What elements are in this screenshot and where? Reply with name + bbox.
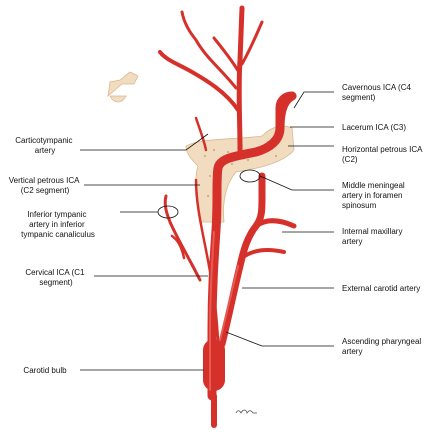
label-caroticotympanic-artery: Carticotympanic artery: [15, 136, 75, 155]
leader-lines-left: [80, 133, 209, 371]
label-external-carotid-artery: External carotid artery: [342, 284, 420, 293]
label-vertical-petrous-ica: Vertical petrous ICA (C2 segment): [9, 176, 82, 195]
leader-lines-right: [225, 91, 334, 347]
label-middle-meningeal-artery: Middle meningeal artery in foramen spino…: [342, 181, 407, 210]
arteries: [158, 5, 297, 428]
label-internal-maxillary-artery: Internal maxillary artery: [342, 227, 405, 246]
label-inferior-tympanic-artery: Inferior tympanic artery in inferior tym…: [21, 210, 95, 239]
ossicle-icon: [107, 71, 139, 103]
label-horizontal-petrous-ica: Horizontal petrous ICA (C2): [342, 145, 424, 164]
label-ascending-pharyngeal-artery: Ascending pharyngeal artery: [342, 337, 423, 356]
foramen-spinosum-marker: [239, 169, 261, 183]
label-lacerum-ica: Lacerum ICA (C3): [342, 123, 406, 132]
label-cavernous-ica: Cavernous ICA (C4 segment): [342, 83, 413, 102]
label-cervical-ica: Cervical ICA (C1 segment): [25, 268, 86, 287]
artist-signature: [235, 409, 257, 414]
label-carotid-bulb: Carotid bulb: [23, 366, 67, 375]
